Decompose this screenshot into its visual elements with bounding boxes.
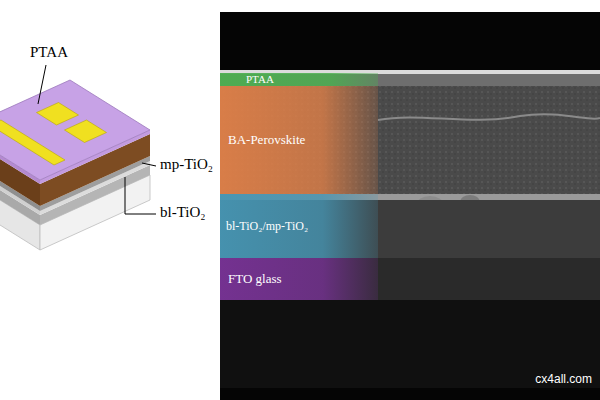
part-label: PTAA: [30, 44, 68, 61]
layer-name: BA-Perovskite: [228, 132, 305, 148]
device-schematic: [0, 80, 150, 250]
part-label: mp-TiO₂: [160, 156, 213, 173]
sem-image: [220, 12, 600, 400]
layer-name: PTAA: [246, 73, 274, 86]
layer-band: BA-Perovskite: [220, 86, 378, 194]
layer-name: bl-TiO₂/mp-TiO₂: [226, 219, 308, 234]
layer-band: FTO glass: [220, 258, 378, 300]
watermark: cx4all.com: [535, 372, 592, 386]
layer-name: FTO glass: [228, 271, 282, 287]
leader-lines: [38, 65, 156, 214]
layer-band: bl-TiO₂/mp-TiO₂: [220, 194, 378, 258]
layer-band: PTAA: [220, 73, 378, 86]
part-label: bl-TiO₂: [160, 204, 206, 221]
